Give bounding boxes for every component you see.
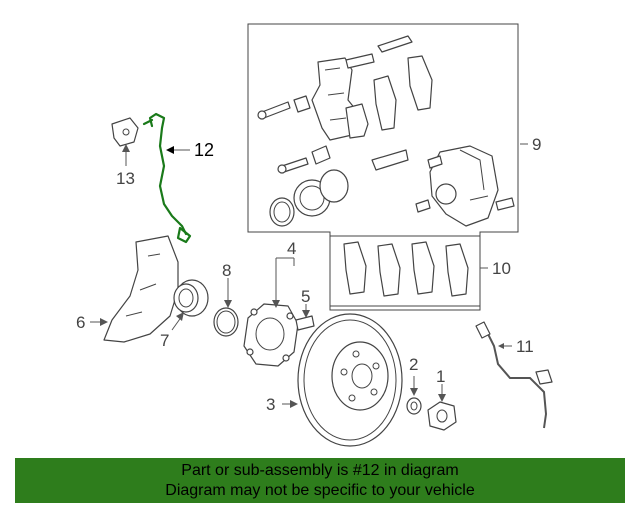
callout-2: 2 <box>409 355 418 374</box>
caliper-assembly-box <box>247 23 519 311</box>
axle-nut <box>427 401 457 431</box>
leader-lines <box>90 143 528 408</box>
info-banner: Part or sub-assembly is #12 in diagram D… <box>15 458 625 503</box>
brake-pad-box <box>329 235 481 307</box>
splash-shield <box>103 235 179 343</box>
callout-1: 1 <box>436 367 445 386</box>
guide-pins <box>257 95 331 174</box>
banner-line-1: Part or sub-assembly is #12 in diagram <box>181 462 459 479</box>
callout-9: 9 <box>532 135 541 154</box>
abs-sensor-wire-highlighted <box>142 112 192 244</box>
callout-4: 4 <box>287 239 296 258</box>
hub-bolt <box>295 315 315 331</box>
snap-ring <box>213 307 239 337</box>
wheel-bearing <box>173 279 209 317</box>
callout-5: 5 <box>301 287 310 306</box>
caliper-body <box>415 145 515 227</box>
callout-13: 13 <box>116 169 135 188</box>
callout-3: 3 <box>266 395 275 414</box>
anti-rattle-clips <box>345 35 413 171</box>
callout-11: 11 <box>516 337 534 356</box>
piston-seals <box>269 169 349 227</box>
wheel-hub <box>243 303 299 367</box>
washer <box>406 397 422 415</box>
callout-6: 6 <box>76 313 85 332</box>
abs-sensor-rear <box>475 321 553 429</box>
callout-8: 8 <box>222 261 231 280</box>
callout-7: 7 <box>160 331 169 350</box>
callout-12: 12 <box>194 140 214 160</box>
brake-rotor <box>297 313 403 447</box>
upper-brake-pads <box>345 55 433 139</box>
sensor-bracket <box>111 117 139 147</box>
callout-10: 10 <box>492 259 511 278</box>
banner-line-2: Diagram may not be specific to your vehi… <box>165 482 475 499</box>
brake-pads-set <box>343 241 469 297</box>
